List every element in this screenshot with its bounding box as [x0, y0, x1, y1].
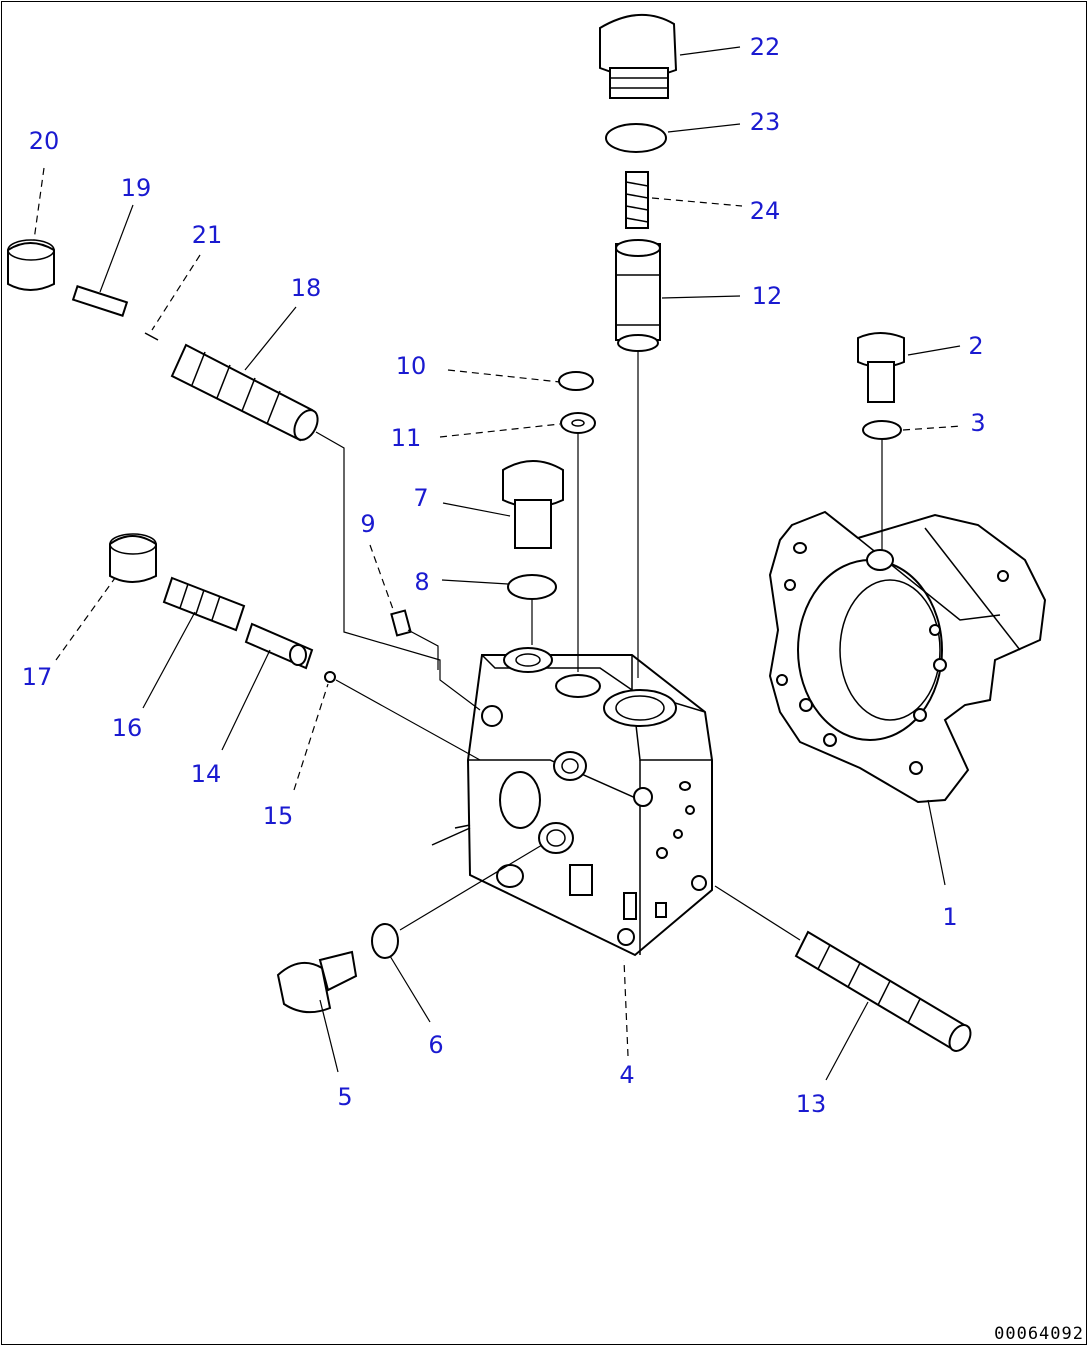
spring-part-19 — [71, 285, 129, 317]
circlip-part-10 — [558, 371, 594, 391]
plug-part-7 — [502, 460, 564, 549]
o-ring-part-6 — [371, 923, 399, 959]
callout-label-21: 21 — [191, 221, 223, 249]
callout-label-20: 20 — [28, 127, 60, 155]
callout-label-16: 16 — [111, 714, 143, 742]
callout-label-1: 1 — [942, 903, 958, 931]
callout-label-3: 3 — [970, 409, 986, 437]
callout-label-4: 4 — [619, 1061, 635, 1089]
washer-part-11 — [560, 412, 596, 434]
plug-part-5 — [276, 950, 358, 1014]
leader-lines — [33, 46, 963, 1081]
o-ring-part-15 — [324, 671, 336, 683]
spool-part-12 — [615, 239, 661, 352]
spring-part-24 — [625, 171, 649, 229]
drawing-code: 00064092 — [994, 1324, 1084, 1344]
callout-label-24: 24 — [749, 197, 781, 225]
cap-part-17 — [109, 533, 157, 583]
callout-label-19: 19 — [120, 174, 152, 202]
spool-part-13 — [794, 930, 972, 1052]
callout-label-5: 5 — [337, 1083, 353, 1111]
spool-part-18 — [170, 343, 319, 442]
stem-part-14 — [244, 622, 314, 670]
assembly-lines — [315, 350, 883, 941]
callout-label-12: 12 — [751, 282, 783, 310]
callout-label-17: 17 — [21, 663, 53, 691]
callout-label-11: 11 — [390, 424, 422, 452]
callout-label-23: 23 — [749, 108, 781, 136]
callout-label-8: 8 — [414, 568, 430, 596]
valve-body — [431, 647, 713, 957]
pin-part-9 — [390, 609, 412, 637]
callout-label-2: 2 — [968, 332, 984, 360]
callout-label-15: 15 — [262, 802, 294, 830]
cap-part-20 — [7, 239, 55, 291]
housing — [768, 510, 1047, 804]
callout-label-6: 6 — [428, 1031, 444, 1059]
callout-label-14: 14 — [190, 760, 222, 788]
callout-label-22: 22 — [749, 33, 781, 61]
o-ring-part-3 — [862, 420, 902, 440]
callout-label-7: 7 — [413, 484, 429, 512]
callout-label-13: 13 — [795, 1090, 827, 1118]
callout-label-9: 9 — [360, 510, 376, 538]
plug-part-22 — [599, 14, 678, 99]
bolt-part-2 — [857, 332, 905, 403]
callout-label-10: 10 — [395, 352, 427, 380]
callout-label-18: 18 — [290, 274, 322, 302]
spring-part-16 — [162, 576, 246, 632]
o-ring-part-8 — [507, 574, 557, 600]
pin-part-21 — [144, 332, 159, 341]
o-ring-part-23 — [605, 123, 667, 153]
